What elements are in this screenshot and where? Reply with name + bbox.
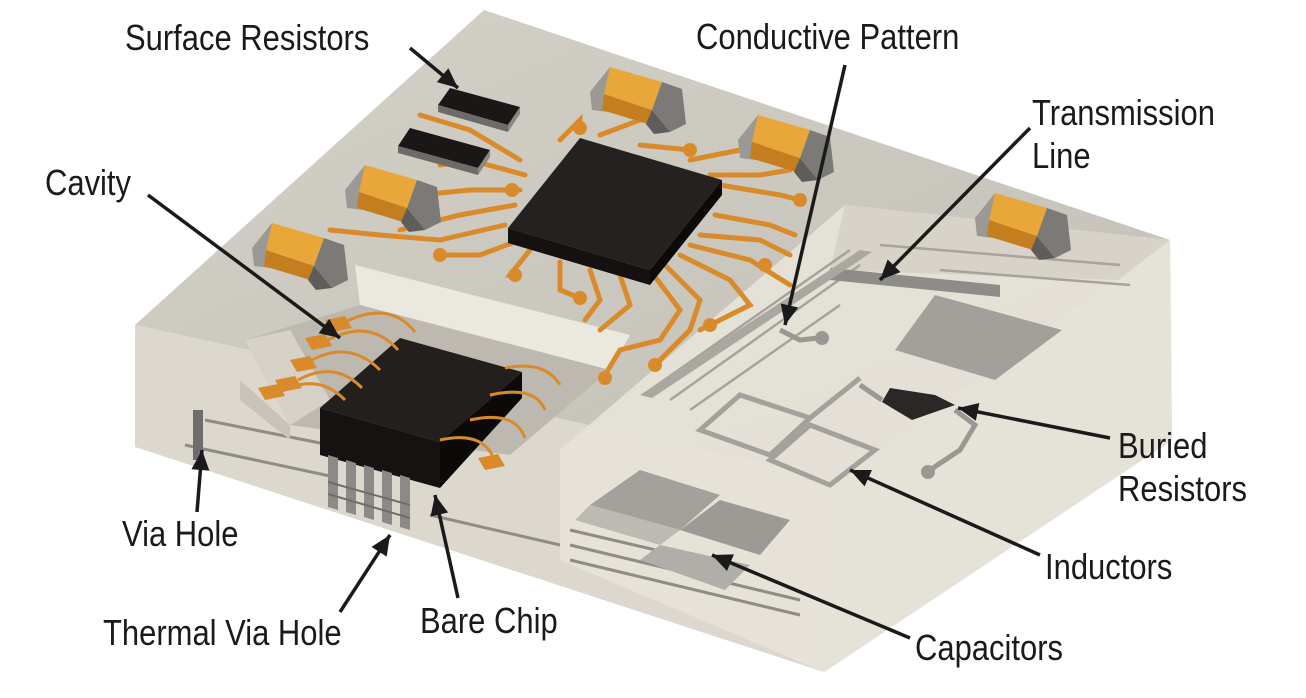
label-surface-resistors: Surface Resistors (125, 17, 370, 58)
leader-transmission-line (878, 126, 1032, 282)
surface-resistor-2 (398, 128, 490, 175)
leader-via-hole (191, 449, 210, 513)
leader-cavity (146, 193, 342, 340)
leader-lines (146, 46, 1111, 640)
label-inductors: Inductors (1045, 546, 1173, 587)
surface-capacitor-1 (590, 67, 686, 134)
layer-lines-right (649, 243, 1131, 412)
inductors (695, 376, 881, 488)
leader-capacitors (711, 553, 911, 640)
surface-resistor-1 (438, 88, 520, 132)
transmission-line (640, 250, 1000, 398)
label-conductive-pattern: Conductive Pattern (696, 16, 960, 57)
label-bare-chip: Bare Chip (420, 600, 558, 641)
bare-chip (320, 338, 522, 488)
surface-capacitor-4 (252, 223, 348, 290)
cavity-pads (258, 316, 505, 470)
surface-resistors (398, 88, 520, 175)
cavity-back-wall (355, 265, 630, 370)
label-buried-resistors-2: Resistors (1118, 468, 1248, 509)
leader-bare-chip (430, 494, 460, 599)
buried-resistor (858, 382, 979, 479)
label-transmission-line-1: Transmission (1032, 92, 1215, 133)
label-capacitors: Capacitors (915, 627, 1063, 668)
label-transmission-line-2: Line (1032, 135, 1091, 176)
via-hole (193, 410, 203, 460)
label-thermal-via-hole: Thermal Via Hole (103, 612, 342, 653)
surface-ic-chip (508, 138, 722, 285)
surface-capacitor-3 (345, 165, 441, 232)
label-cavity: Cavity (45, 162, 132, 203)
cavity-step-2 (240, 380, 290, 440)
buried-ground-plane (895, 295, 1062, 380)
trace-pads (433, 121, 807, 385)
surface-capacitors (252, 67, 1071, 290)
leader-conductive-pattern (780, 64, 847, 326)
buried-capacitors (575, 470, 790, 590)
surface-capacitor-5 (975, 193, 1071, 260)
label-via-hole: Via Hole (122, 513, 239, 554)
surface-capacitor-2 (738, 115, 834, 182)
leader-buried-resistors (957, 403, 1111, 440)
leader-inductors (849, 468, 1041, 557)
leader-surface-resistors (408, 46, 460, 90)
label-buried-resistors-1: Buried (1118, 425, 1208, 466)
leader-thermal-via-hole (338, 534, 392, 613)
thermal-via-dividers (327, 481, 411, 519)
